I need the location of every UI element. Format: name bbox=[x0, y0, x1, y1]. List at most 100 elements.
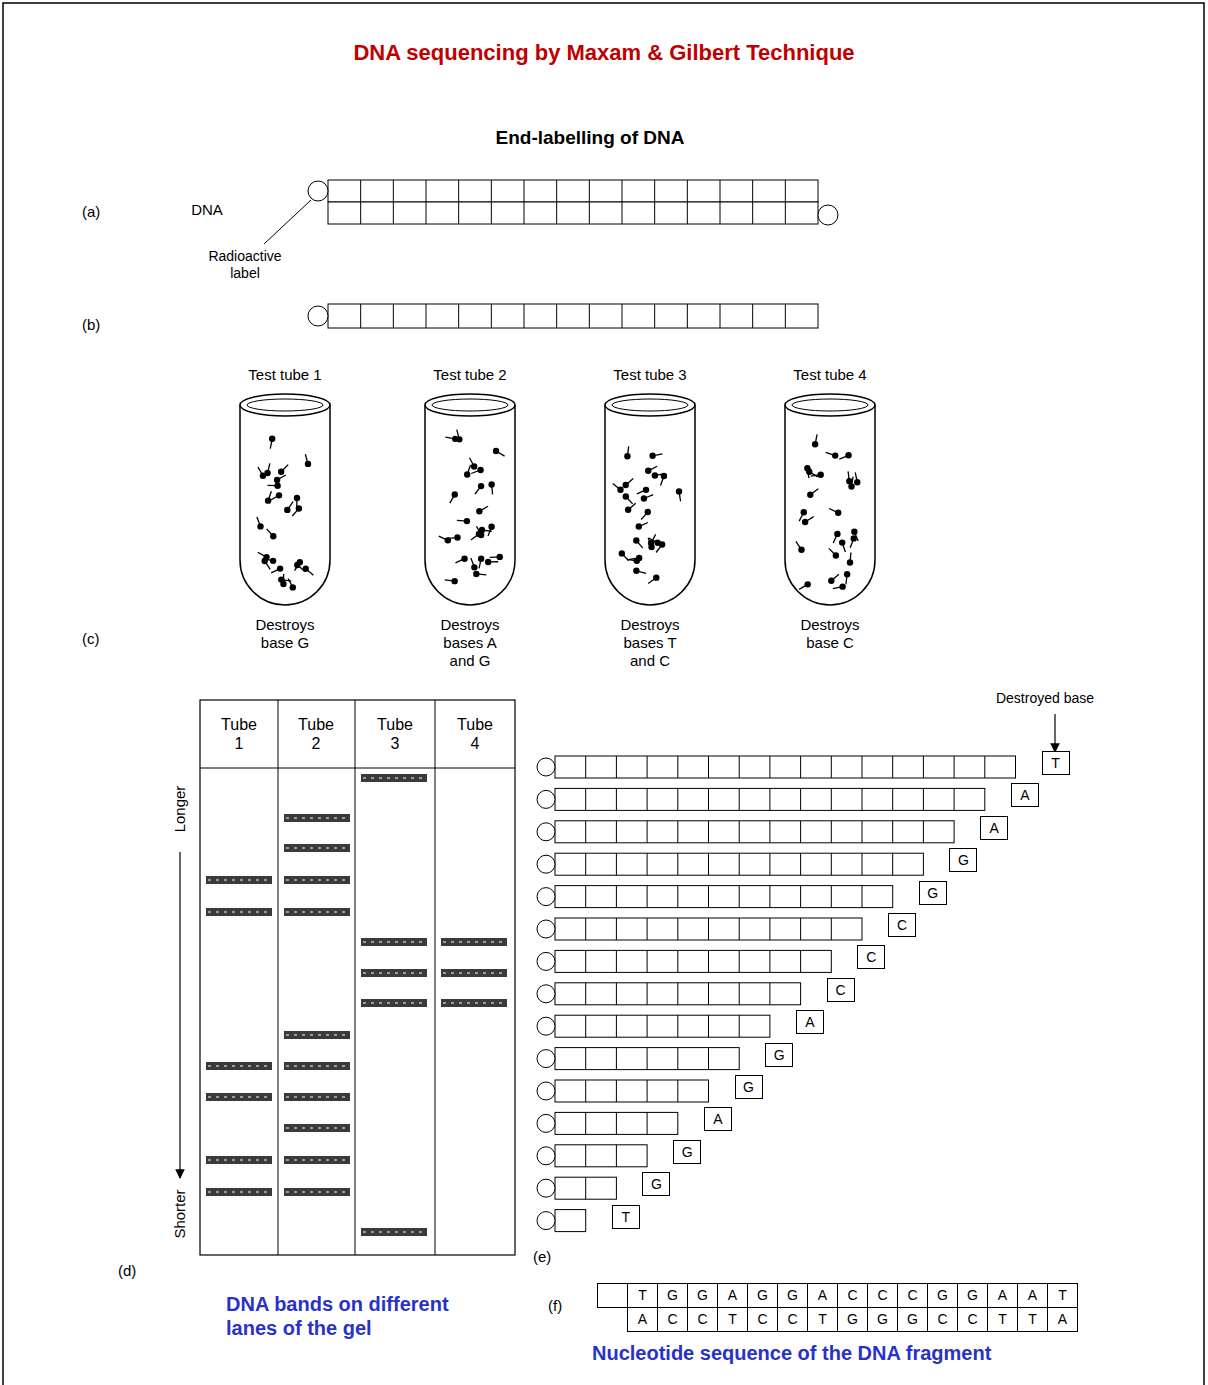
dna-fragment-label bbox=[652, 472, 658, 478]
dna-fragment-label bbox=[648, 544, 654, 550]
strand-divider bbox=[892, 788, 893, 810]
dna-fragment-label bbox=[488, 524, 494, 530]
caption-text: DNA bands on different lanes of the gel bbox=[226, 1292, 496, 1340]
base-letter: C bbox=[836, 982, 846, 998]
dna-fragment-label bbox=[844, 571, 850, 577]
label: Destroys base C bbox=[794, 616, 866, 652]
strand-divider bbox=[616, 1015, 617, 1037]
strand-divider bbox=[862, 886, 863, 908]
strand-divider bbox=[800, 821, 801, 843]
base-box: C bbox=[888, 913, 916, 937]
tube-rim bbox=[425, 394, 515, 416]
strand-divider bbox=[616, 853, 617, 875]
strand-divider bbox=[800, 853, 801, 875]
label: (e) bbox=[533, 1248, 551, 1266]
label: Test tube 4 bbox=[770, 366, 890, 384]
dna-fragment-label bbox=[653, 574, 659, 580]
gel-lane-divider bbox=[355, 700, 356, 1255]
strand-divider bbox=[720, 180, 721, 202]
title: DNA sequencing by Maxam & Gilbert Techni… bbox=[0, 40, 1208, 66]
strand-divider bbox=[647, 1048, 648, 1070]
dna-fragment-label bbox=[493, 448, 499, 454]
strand-divider bbox=[616, 1080, 617, 1102]
dna-fragment-label bbox=[839, 539, 845, 545]
table-cell: T bbox=[807, 1307, 838, 1332]
dna-fragment-label bbox=[278, 469, 284, 475]
gel-band-texture bbox=[363, 1002, 425, 1004]
dna-fragment-label bbox=[488, 481, 494, 487]
dna-fragment-label bbox=[471, 564, 477, 570]
dna-fragment-label bbox=[452, 491, 458, 497]
strand-divider bbox=[769, 756, 770, 778]
strand-divider bbox=[622, 180, 623, 202]
strand-divider bbox=[616, 788, 617, 810]
strand-bar bbox=[328, 180, 818, 202]
table-cell: C bbox=[897, 1283, 928, 1308]
base-letter: G bbox=[743, 1079, 754, 1095]
base-letter: T bbox=[621, 1209, 630, 1225]
strand-divider bbox=[616, 886, 617, 908]
dna-fragment-label bbox=[807, 492, 813, 498]
table-cell: C bbox=[837, 1283, 868, 1308]
dna-fragment-label bbox=[812, 441, 818, 447]
strand-divider bbox=[585, 950, 586, 972]
strand-divider bbox=[708, 821, 709, 843]
radioactive-label-symbol bbox=[537, 1017, 555, 1035]
strand-divider bbox=[954, 788, 955, 810]
dna-fragment-label bbox=[835, 510, 841, 516]
base-letter: G bbox=[774, 1047, 785, 1063]
strand-divider bbox=[800, 756, 801, 778]
label: Test tube 2 bbox=[410, 366, 530, 384]
strand-divider bbox=[585, 1080, 586, 1102]
gel-band-texture bbox=[363, 777, 425, 779]
dna-fragment-label bbox=[260, 473, 266, 479]
base-box: G bbox=[765, 1043, 793, 1067]
radioactive-label-symbol bbox=[537, 823, 555, 841]
table-cell: A bbox=[1017, 1283, 1048, 1308]
dna-fragment-label bbox=[478, 483, 484, 489]
base-letter: C bbox=[897, 917, 907, 933]
gel-band bbox=[361, 969, 427, 977]
strand-bar bbox=[555, 1080, 709, 1102]
gel-band bbox=[284, 1093, 350, 1101]
strand-divider bbox=[616, 756, 617, 778]
base-letter: G bbox=[651, 1176, 662, 1192]
dna-fragment-label bbox=[290, 584, 296, 590]
strand-divider bbox=[892, 853, 893, 875]
dna-fragment-label bbox=[623, 493, 629, 499]
table-cell: T bbox=[1047, 1283, 1078, 1308]
table-cell: A bbox=[807, 1283, 838, 1308]
dna-fragment-label bbox=[276, 492, 282, 498]
gel-band-texture bbox=[286, 911, 348, 913]
gel-band bbox=[284, 814, 350, 822]
base-letter: T bbox=[1051, 755, 1060, 771]
strand-divider bbox=[800, 788, 801, 810]
base-box: T bbox=[612, 1205, 640, 1229]
base-box: C bbox=[827, 978, 855, 1002]
direction-arrow bbox=[179, 852, 180, 1178]
strand-divider bbox=[654, 304, 655, 328]
strand-divider bbox=[708, 1048, 709, 1070]
dna-fragment-label bbox=[619, 550, 625, 556]
base-box: T bbox=[1042, 751, 1070, 775]
gel bbox=[200, 700, 515, 1255]
test-tube bbox=[605, 394, 695, 605]
strand-divider bbox=[769, 886, 770, 908]
strand-divider bbox=[892, 821, 893, 843]
gel-band bbox=[441, 999, 507, 1007]
tube-opening bbox=[792, 399, 868, 411]
gel-band bbox=[284, 1156, 350, 1164]
strand-divider bbox=[862, 853, 863, 875]
radioactive-label-symbol bbox=[537, 1114, 555, 1132]
table-cell: C bbox=[657, 1307, 688, 1332]
gel-band bbox=[206, 1156, 272, 1164]
table-cell: G bbox=[927, 1283, 958, 1308]
strand-divider bbox=[720, 202, 721, 224]
strand-divider bbox=[585, 1112, 586, 1134]
strand-divider bbox=[647, 756, 648, 778]
dna-fragment-label bbox=[265, 497, 271, 503]
dna-fragment-label bbox=[497, 554, 503, 560]
gel-band-texture bbox=[363, 972, 425, 974]
base-box: A bbox=[796, 1010, 824, 1034]
strand-divider bbox=[426, 202, 427, 224]
